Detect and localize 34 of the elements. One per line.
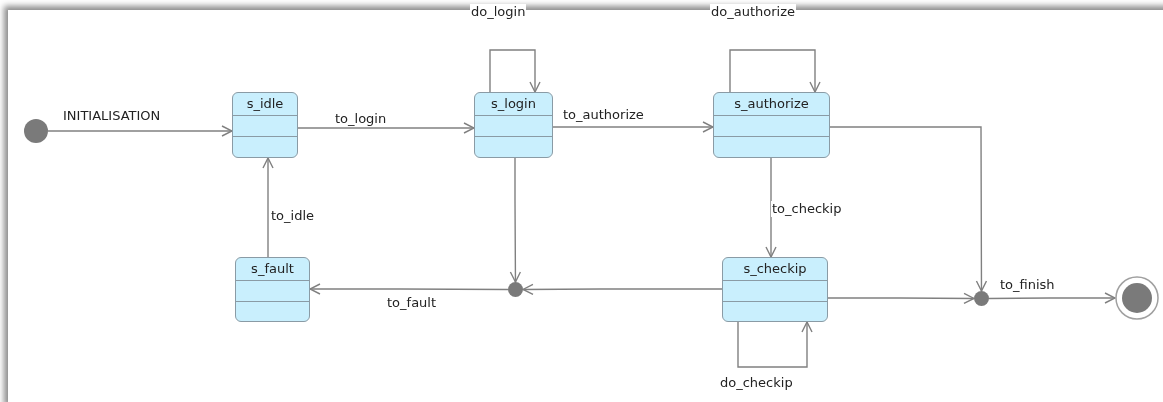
state-name: s_login bbox=[475, 93, 552, 116]
state-name: s_checkip bbox=[723, 258, 827, 281]
edge-label: do_login bbox=[470, 4, 527, 20]
edge-label: to_checkip bbox=[771, 201, 843, 217]
edge-label: to_authorize bbox=[562, 107, 645, 123]
transition-arrow bbox=[829, 126, 988, 292]
transition-arrow bbox=[489, 49, 541, 93]
state-box bbox=[232, 92, 298, 158]
state-box bbox=[722, 257, 828, 322]
state-box bbox=[235, 257, 310, 322]
edge-label: to_idle bbox=[270, 208, 316, 224]
edge-label: to_fault bbox=[386, 295, 438, 311]
transition-arrow bbox=[552, 121, 714, 133]
state-name: s_idle bbox=[233, 93, 297, 116]
transition-arrow bbox=[765, 157, 777, 258]
transition-arrow bbox=[509, 157, 522, 283]
transition-arrow bbox=[309, 283, 509, 295]
transition-arrow bbox=[729, 49, 821, 93]
transition-arrow bbox=[988, 292, 1116, 304]
state-name: s_fault bbox=[236, 258, 309, 281]
transition-arrow bbox=[47, 125, 233, 137]
final-state-circle bbox=[1115, 276, 1159, 320]
edge-label: to_login bbox=[334, 111, 388, 127]
edge-label: to_finish bbox=[999, 277, 1056, 293]
state-box bbox=[474, 92, 553, 158]
state-box bbox=[713, 92, 830, 158]
edge-label: do_authorize bbox=[710, 4, 796, 20]
transition-arrow bbox=[522, 283, 723, 296]
state-name: s_authorize bbox=[714, 93, 829, 116]
transition-arrow bbox=[262, 157, 274, 258]
transition-arrow bbox=[737, 321, 813, 368]
transition-arrow bbox=[827, 292, 975, 305]
transition-arrow bbox=[297, 122, 475, 134]
edge-label: do_checkip bbox=[719, 375, 794, 391]
